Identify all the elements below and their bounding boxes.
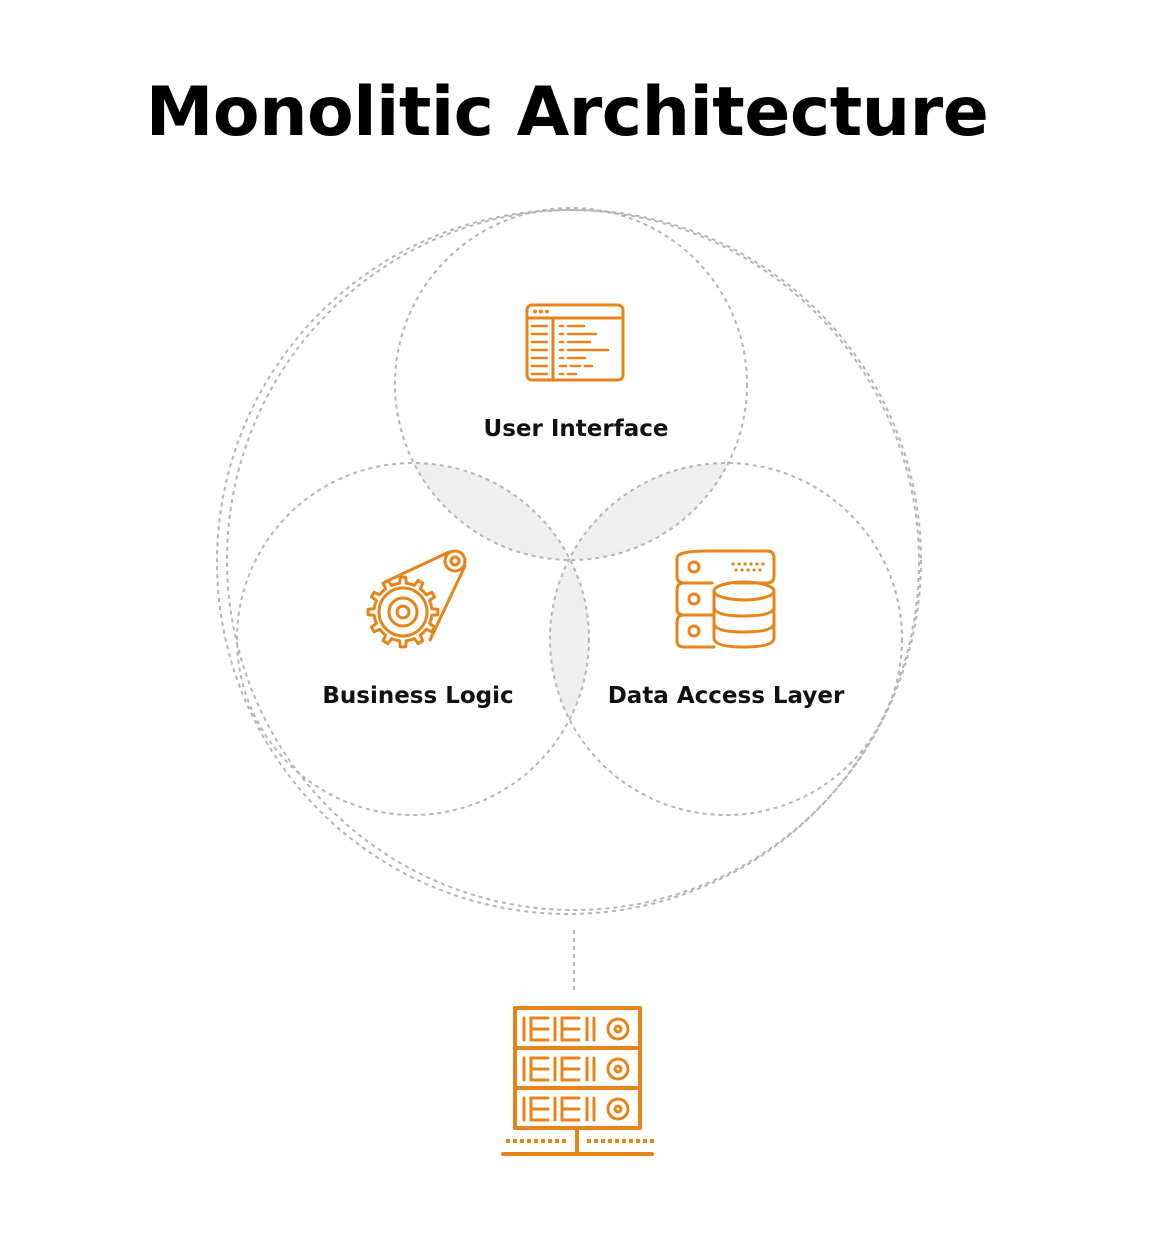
- rack-base-dot: [587, 1139, 591, 1143]
- rack-base-dot: [520, 1139, 524, 1143]
- outer-boundary-circle-echo: [226, 209, 922, 911]
- rack-base-dot: [615, 1139, 619, 1143]
- gear-belt-icon: [366, 549, 467, 649]
- logic-circle: [236, 462, 590, 816]
- rack-base-dot: [643, 1139, 647, 1143]
- overlap-regions: [395, 463, 747, 815]
- rack-base-dot: [548, 1139, 552, 1143]
- rack-base-dot: [622, 1139, 626, 1143]
- rack-base-dot: [594, 1139, 598, 1143]
- rack-base-dot: [601, 1139, 605, 1143]
- rack-base-dot: [506, 1139, 510, 1143]
- rack-base-dot: [527, 1139, 531, 1143]
- data-circle: [549, 462, 903, 816]
- rack-base-dot: [629, 1139, 633, 1143]
- data-label: Data Access Layer: [608, 683, 845, 709]
- outer-boundary-circle: [216, 209, 920, 915]
- database-server-icon: [675, 549, 776, 649]
- overlap-ui-data: [550, 463, 747, 560]
- rack-base-dot: [562, 1139, 566, 1143]
- code-window-icon: [525, 303, 625, 382]
- rack-base-dot: [555, 1139, 559, 1143]
- rack-base-dot: [650, 1139, 654, 1143]
- rack-base-dot: [534, 1139, 538, 1143]
- rack-base-dot: [513, 1139, 517, 1143]
- ui-circle: [394, 207, 748, 561]
- rack-base-dot: [608, 1139, 612, 1143]
- rack-base-dot: [636, 1139, 640, 1143]
- server-rack-icon: [501, 1006, 654, 1156]
- rack-base-dot: [541, 1139, 545, 1143]
- page-title: Monolitic Architecture: [145, 73, 989, 152]
- logic-label: Business Logic: [322, 683, 513, 709]
- ui-label: User Interface: [484, 416, 669, 442]
